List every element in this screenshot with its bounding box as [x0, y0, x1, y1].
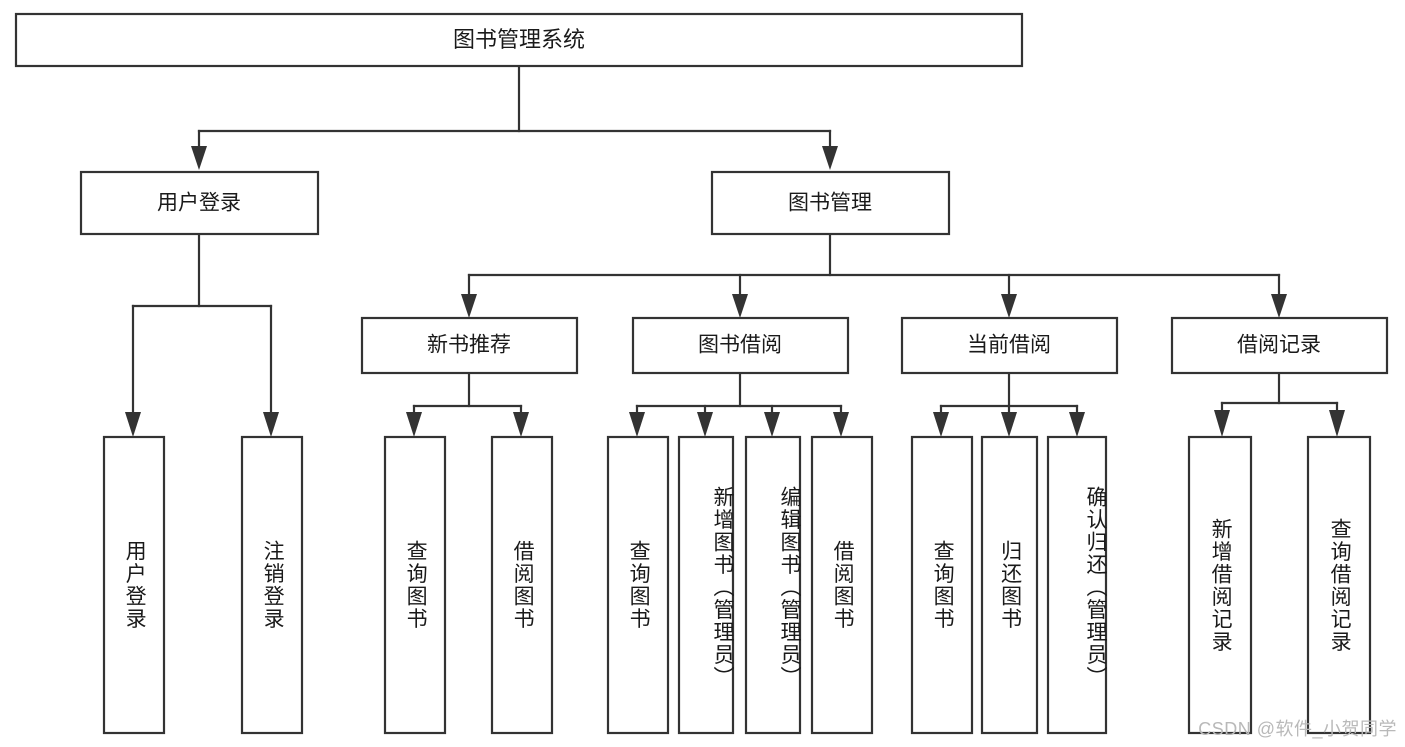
arrow-head-leaf-user-login-1 [125, 412, 141, 437]
node-book-borrow-label: 图书借阅 [698, 334, 782, 357]
leaf-box-current-borrow-2[interactable] [980, 435, 1039, 735]
leaf-box-book-borrow-1[interactable] [606, 435, 670, 735]
arrow-head-user-login [191, 146, 207, 170]
connector-group [125, 64, 1345, 437]
csdn-watermark: CSDN @软件_小贺同学 [1198, 719, 1397, 739]
arrow-head-leaf-book-borrow-4 [833, 412, 849, 437]
arrow-head-new-book [461, 294, 477, 318]
node-new-book-box[interactable] [360, 316, 579, 375]
node-new-book-label: 新书推荐 [427, 334, 511, 357]
arrow-head-leaf-borrow-record-1 [1214, 410, 1230, 437]
node-current-borrow-label: 当前借阅 [967, 334, 1051, 357]
arrow-head-current-borrow [1001, 294, 1017, 318]
leaf-box-new-book-1[interactable] [383, 435, 447, 735]
arrow-head-leaf-book-borrow-3 [764, 412, 780, 437]
leaf-box-borrow-record-2[interactable] [1306, 435, 1372, 735]
arrow-head-book-mgmt [822, 146, 838, 170]
leaf-box-user-login-2[interactable] [240, 435, 304, 735]
arrow-head-leaf-new-book-2 [513, 412, 529, 437]
arrow-head-leaf-current-borrow-3 [1069, 412, 1085, 437]
leaf-box-new-book-2[interactable] [490, 435, 554, 735]
node-user-login-label: 用户登录 [157, 192, 241, 215]
arrow-head-leaf-borrow-record-2 [1329, 410, 1345, 437]
leaf-box-current-borrow-1[interactable] [910, 435, 974, 735]
arrow-head-leaf-new-book-1 [406, 412, 422, 437]
arrow-head-book-borrow [732, 294, 748, 318]
arrow-head-leaf-book-borrow-2 [697, 412, 713, 437]
node-root-label: 图书管理系统 [453, 27, 585, 52]
arrow-head-leaf-current-borrow-1 [933, 412, 949, 437]
node-book-mgmt-box[interactable] [710, 170, 951, 236]
leaf-box-book-borrow-4[interactable] [810, 435, 874, 735]
node-root-box[interactable] [14, 12, 1024, 68]
node-current-borrow-box[interactable] [900, 316, 1119, 375]
arrow-head-leaf-book-borrow-1 [629, 412, 645, 437]
arrow-head-leaf-current-borrow-2 [1001, 412, 1017, 437]
leaf-box-current-borrow-3[interactable] [1046, 435, 1108, 735]
arrow-head-leaf-user-login-2 [263, 412, 279, 437]
leaf-box-user-login-1[interactable] [102, 435, 166, 735]
leaf-box-book-borrow-2[interactable] [677, 435, 735, 735]
node-user-login-box[interactable] [79, 170, 320, 236]
leaf-box-book-borrow-3[interactable] [744, 435, 802, 735]
node-book-mgmt-label: 图书管理 [788, 192, 872, 215]
leaf-box-borrow-record-1[interactable] [1187, 435, 1253, 735]
arrow-head-borrow-record [1271, 294, 1287, 318]
node-borrow-record-label: 借阅记录 [1237, 334, 1321, 357]
node-borrow-record-box[interactable] [1170, 316, 1389, 375]
node-book-borrow-box[interactable] [631, 316, 850, 375]
